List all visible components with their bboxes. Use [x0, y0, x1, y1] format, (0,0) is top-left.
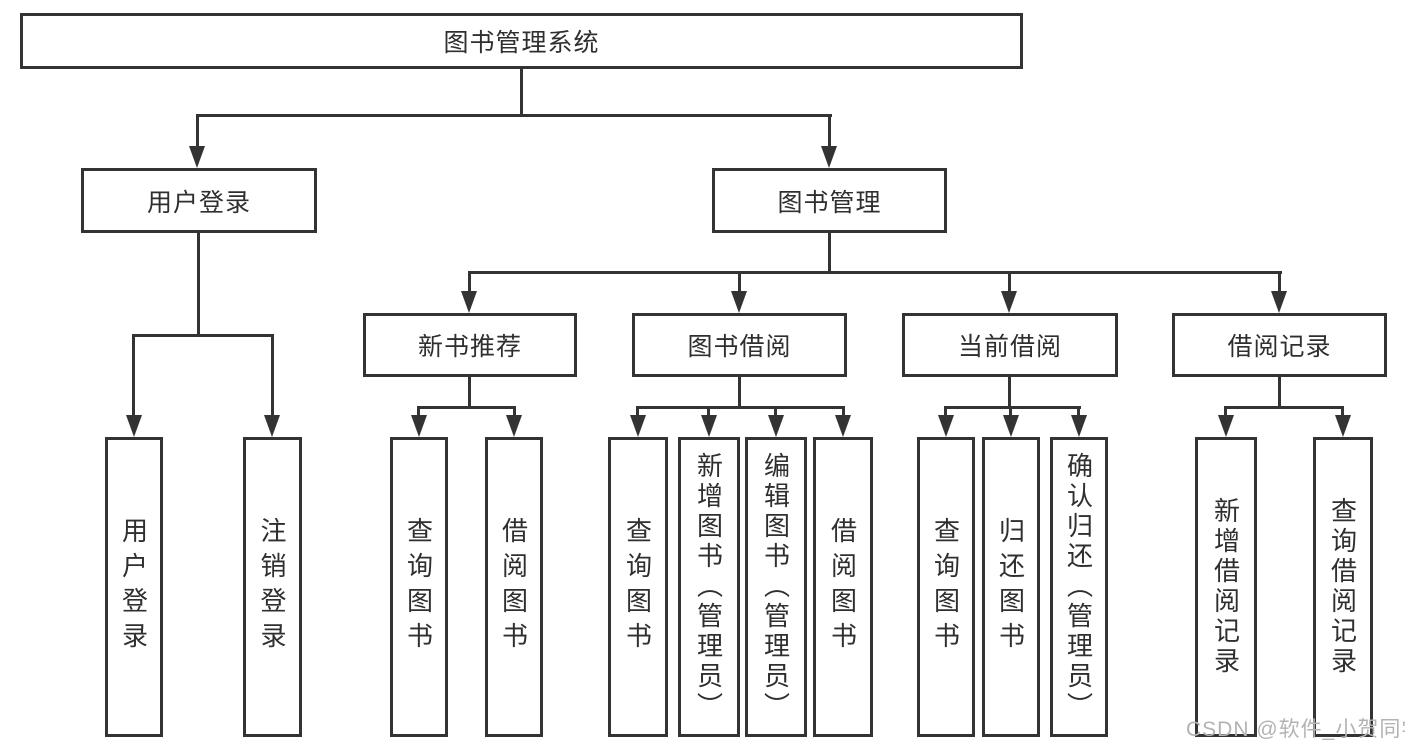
node-current-borrowing: 当前借阅 [902, 313, 1118, 377]
arrow-down-icon [1071, 415, 1087, 437]
connector-level1-rail [196, 114, 832, 117]
arrow-down-icon [1218, 415, 1234, 437]
connector-stub [468, 377, 471, 409]
node-borrow-books: 借阅图书 [813, 437, 873, 737]
arrow-down-icon [630, 415, 646, 437]
arrow-down-icon [1001, 291, 1017, 313]
connector-book-mgmt-shaft [828, 114, 831, 148]
connector-user-login-stub [197, 233, 200, 337]
node-library-system: 图书管理系统 [20, 13, 1023, 69]
node-query-books-recommend: 查询图书 [390, 437, 448, 737]
node-label: 查询图书 [403, 517, 434, 657]
node-label: 借阅图书 [498, 517, 529, 657]
connector-shaft [1224, 406, 1227, 418]
node-label: 新增图书（管理员） [693, 452, 724, 722]
connector-shaft [636, 406, 639, 418]
node-borrowing-records: 借阅记录 [1172, 313, 1387, 377]
connector-rail [636, 406, 845, 409]
arrow-down-icon [821, 146, 837, 168]
connector-level2-rail [469, 271, 1282, 274]
connector-shaft [707, 406, 710, 418]
node-label: 确认归还（管理员） [1063, 452, 1094, 722]
node-label: 借阅图书 [827, 517, 858, 657]
node-label: 用户登录 [118, 517, 149, 657]
node-edit-books-admin: 编辑图书（管理员） [745, 437, 807, 737]
node-user-login: 用户登录 [81, 168, 317, 233]
arrow-down-icon [1003, 415, 1019, 437]
connector-shaft [774, 406, 777, 418]
node-label: 借阅记录 [1227, 333, 1332, 361]
connector-shaft [738, 271, 741, 293]
connector-shaft [1077, 406, 1080, 418]
connector-user-login-shaft [196, 114, 199, 148]
connector-root-stub [520, 69, 523, 117]
node-label: 查询图书 [622, 517, 653, 657]
csdn-watermark: CSDN @软件_小贺同学 [1186, 718, 1405, 741]
node-add-books-admin: 新增图书（管理员） [678, 437, 740, 737]
node-borrow-books-recommend: 借阅图书 [485, 437, 543, 737]
arrow-down-icon [461, 291, 477, 313]
connector-book-mgmt-stub [828, 233, 831, 274]
arrow-down-icon [1271, 291, 1287, 313]
node-label: 查询借阅记录 [1327, 497, 1358, 677]
node-label: 图书管理系统 [443, 29, 600, 57]
node-book-borrowing: 图书借阅 [632, 313, 847, 377]
connector-shaft [944, 406, 947, 418]
arrow-down-icon [264, 415, 280, 437]
arrow-down-icon [1335, 415, 1351, 437]
connector-shaft [1008, 271, 1011, 293]
connector-shaft [271, 334, 274, 417]
arrow-down-icon [189, 146, 205, 168]
arrow-down-icon [768, 415, 784, 437]
node-return-books: 归还图书 [982, 437, 1040, 737]
node-query-books-borrow: 查询图书 [608, 437, 668, 737]
node-query-books-current: 查询图书 [917, 437, 975, 737]
node-label: 新书推荐 [417, 333, 522, 361]
connector-stub [1278, 377, 1281, 409]
node-label: 图书借阅 [687, 333, 792, 361]
node-label: 当前借阅 [957, 333, 1062, 361]
connector-rail [1224, 406, 1344, 409]
connector-shaft [417, 406, 420, 418]
node-label: 编辑图书（管理员） [760, 452, 791, 722]
connector-user-login-rail [133, 334, 274, 337]
connector-shaft [1341, 406, 1344, 418]
node-add-borrow-record: 新增借阅记录 [1195, 437, 1257, 737]
arrow-down-icon [126, 415, 142, 437]
connector-shaft [468, 271, 471, 293]
node-label: 查询图书 [930, 517, 961, 657]
connector-shaft [1278, 271, 1281, 293]
connector-stub [1008, 377, 1011, 409]
arrow-down-icon [835, 415, 851, 437]
node-confirm-return-admin: 确认归还（管理员） [1050, 437, 1108, 737]
node-book-management: 图书管理 [712, 168, 947, 233]
connector-shaft [513, 406, 516, 418]
connector-shaft [842, 406, 845, 418]
connector-shaft [132, 334, 135, 417]
connector-stub [738, 377, 741, 409]
arrow-down-icon [411, 415, 427, 437]
arrow-down-icon [506, 415, 522, 437]
connector-rail [417, 406, 516, 409]
arrow-down-icon [938, 415, 954, 437]
node-label: 注销登录 [257, 517, 287, 657]
arrow-down-icon [701, 415, 717, 437]
node-new-book-recommendation: 新书推荐 [363, 313, 577, 377]
node-logout: 注销登录 [243, 437, 302, 737]
node-label: 图书管理 [777, 188, 882, 217]
arrow-down-icon [731, 291, 747, 313]
connector-rail [944, 406, 1081, 409]
node-label: 用户登录 [146, 188, 251, 217]
connector-shaft [1009, 406, 1012, 418]
node-user-login-leaf: 用户登录 [105, 437, 163, 737]
node-label: 新增借阅记录 [1210, 497, 1241, 677]
node-query-borrow-record: 查询借阅记录 [1313, 437, 1373, 737]
node-label: 归还图书 [995, 517, 1026, 657]
